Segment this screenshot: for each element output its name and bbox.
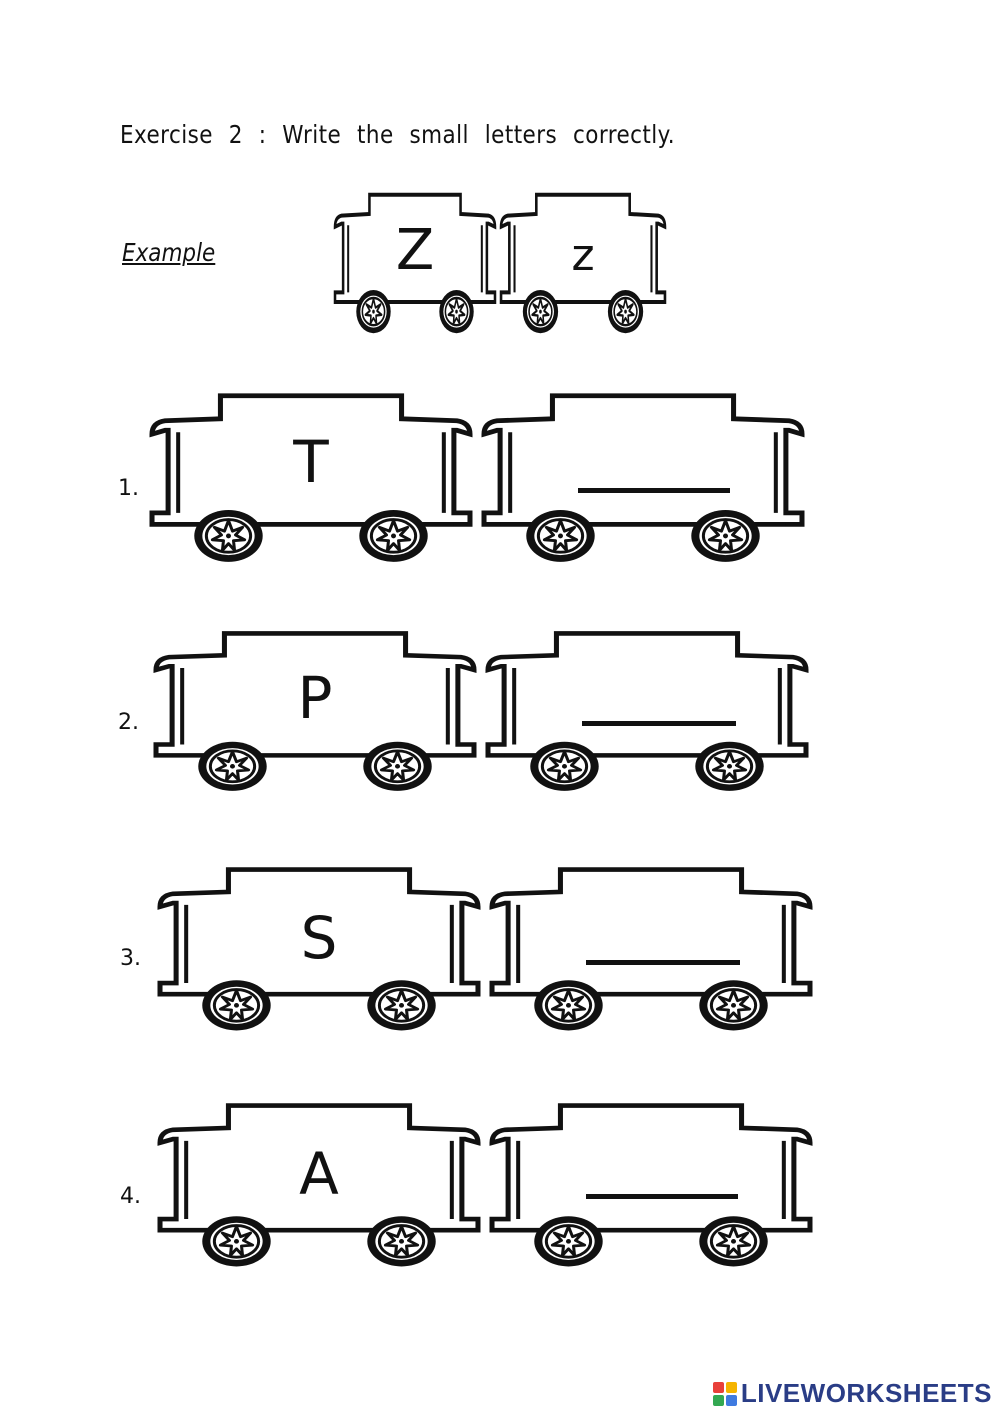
- capital-car: S: [158, 864, 480, 1050]
- capital-letter: A: [299, 1140, 339, 1208]
- train-car-icon: [482, 390, 804, 582]
- answer-line[interactable]: [578, 488, 730, 493]
- exercise-title: Exercise 2 : Write the small letters cor…: [120, 120, 676, 149]
- answer-line[interactable]: [582, 721, 736, 726]
- capital-car: T: [150, 390, 472, 582]
- capital-letter: T: [293, 428, 329, 496]
- example-car-small: z: [500, 190, 666, 350]
- answer-car: [486, 628, 808, 810]
- liveworksheets-logo-icon: [712, 1381, 737, 1406]
- train-car-icon: [490, 1100, 812, 1286]
- example-capital-letter: Z: [395, 218, 435, 283]
- row-number: 3.: [120, 946, 141, 971]
- answer-line[interactable]: [586, 1194, 738, 1199]
- capital-car: P: [154, 628, 476, 810]
- row-number: 1.: [118, 476, 139, 501]
- example-small-letter: z: [571, 230, 595, 281]
- capital-letter: P: [297, 664, 333, 732]
- example-car-capital: Z: [334, 190, 496, 350]
- train-car-icon: [486, 628, 808, 810]
- example-label: Example: [122, 238, 216, 267]
- liveworksheets-brand: LIVEWORKSHEETS: [712, 1378, 992, 1409]
- answer-car: [490, 864, 812, 1050]
- answer-line[interactable]: [586, 960, 740, 965]
- train-car-icon: [490, 864, 812, 1050]
- capital-letter: S: [300, 904, 338, 972]
- answer-car: [482, 390, 804, 582]
- row-number: 4.: [120, 1184, 141, 1209]
- row-number: 2.: [118, 710, 139, 735]
- capital-car: A: [158, 1100, 480, 1286]
- brand-name: LIVEWORKSHEETS: [740, 1378, 992, 1408]
- answer-car: [490, 1100, 812, 1286]
